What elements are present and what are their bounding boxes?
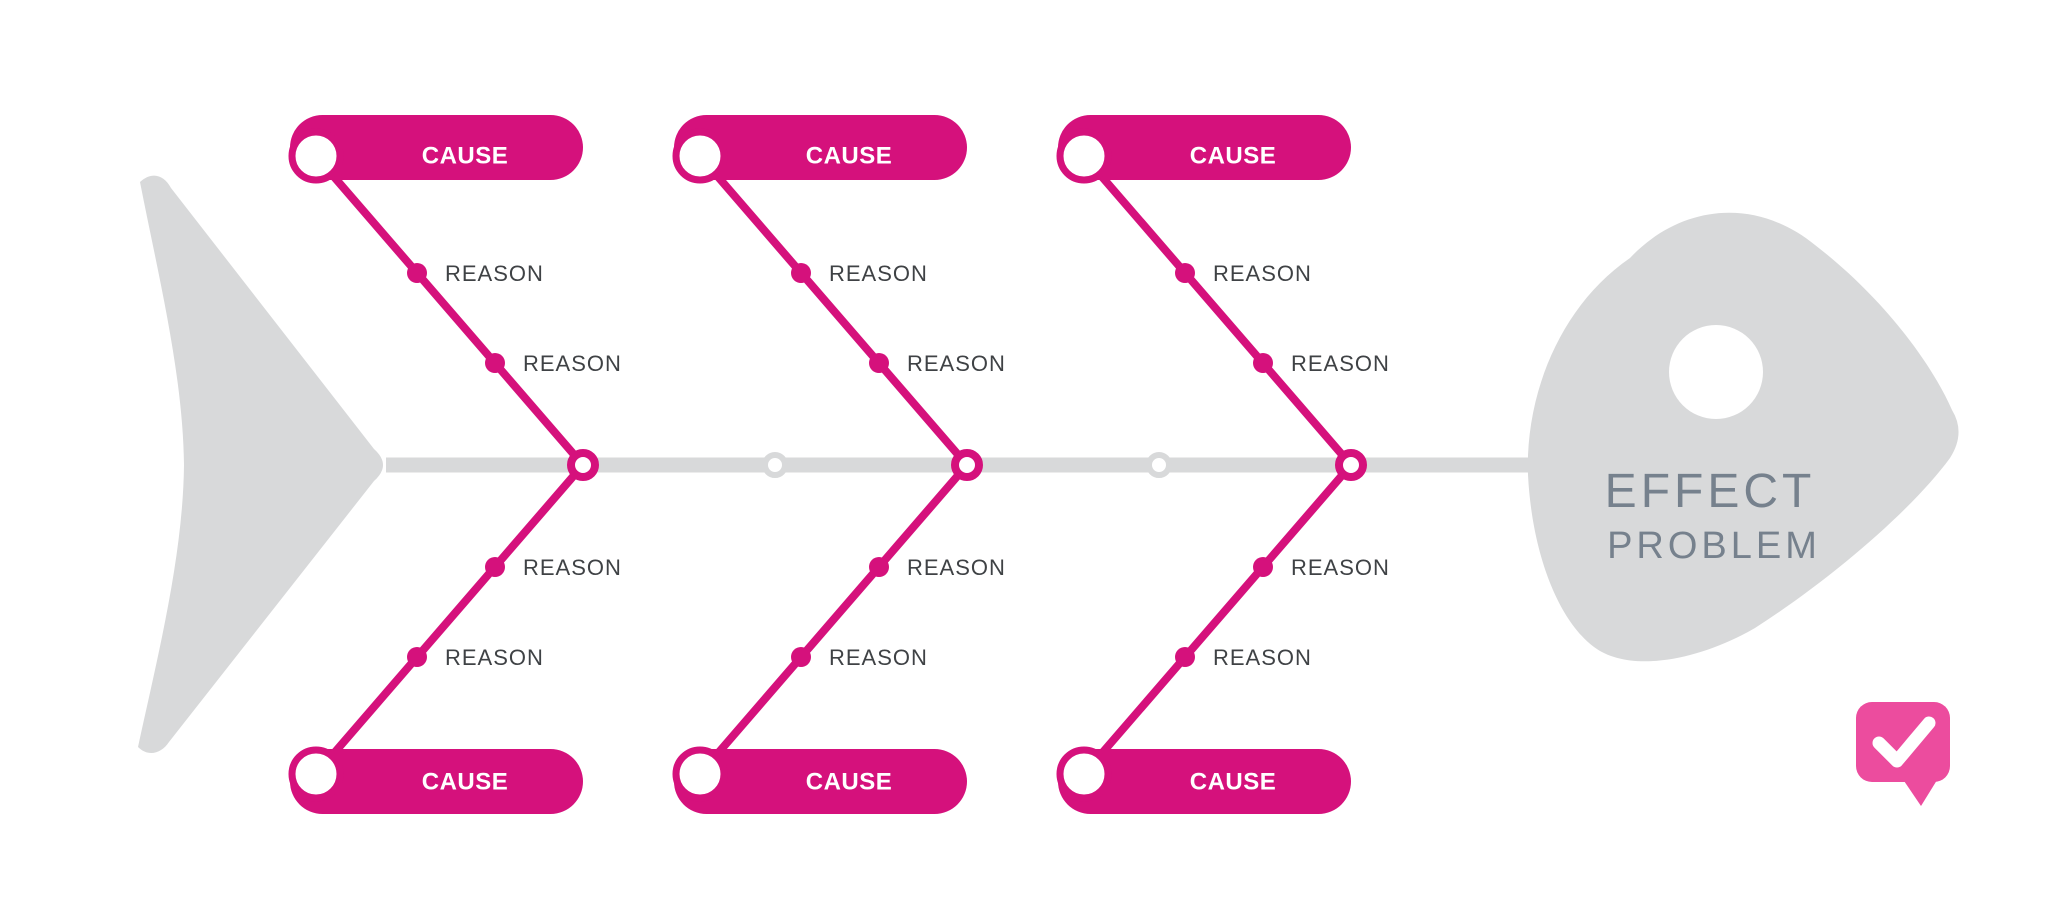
branch-line-bottom xyxy=(1080,461,1355,778)
effect-label: EFFECT xyxy=(1605,465,1816,518)
cause-pill-circle xyxy=(1056,746,1112,802)
fish-head-shape xyxy=(1527,212,1959,662)
checkmark-icon xyxy=(1872,716,1936,768)
cause-branch: REASON REASON REASON REASON CAUSE CAUSE xyxy=(672,115,1006,814)
cause-pill-circle xyxy=(288,746,344,802)
reason-dot xyxy=(1253,557,1273,577)
reason-label: REASON xyxy=(523,351,622,376)
junction-node xyxy=(1335,449,1367,481)
fish-tail-shape xyxy=(138,175,383,754)
reason-label: REASON xyxy=(445,645,544,670)
branch-line-top xyxy=(696,152,971,469)
reason-label: REASON xyxy=(829,645,928,670)
spine-node xyxy=(1146,452,1172,478)
reason-dot xyxy=(1175,263,1195,283)
cause-pill-top xyxy=(674,115,967,180)
reason-label: REASON xyxy=(1213,645,1312,670)
reason-label: REASON xyxy=(523,555,622,580)
reason-dot xyxy=(407,647,427,667)
reason-label: REASON xyxy=(829,261,928,286)
cause-label: CAUSE xyxy=(1190,143,1277,170)
reason-dot xyxy=(485,557,505,577)
branch-line-top xyxy=(1080,152,1355,469)
reason-label: REASON xyxy=(1291,351,1390,376)
reason-label: REASON xyxy=(445,261,544,286)
cause-pill-circle xyxy=(672,128,728,184)
cause-branch: REASON REASON REASON REASON CAUSE CAUSE xyxy=(1056,115,1390,814)
branch-line-bottom xyxy=(312,461,587,778)
cause-label: CAUSE xyxy=(806,769,893,796)
spine-node xyxy=(762,452,788,478)
cause-label: CAUSE xyxy=(1190,769,1277,796)
problem-label: PROBLEM xyxy=(1607,525,1821,567)
reason-dot xyxy=(1175,647,1195,667)
branch-line-top xyxy=(312,152,587,469)
check-bubble-icon xyxy=(1856,702,1950,806)
cause-pill-bottom xyxy=(674,749,967,814)
branch-line-bottom xyxy=(696,461,971,778)
fish-eye xyxy=(1669,325,1763,419)
cause-pill-bottom xyxy=(290,749,583,814)
reason-dot xyxy=(869,353,889,373)
reason-dot xyxy=(869,557,889,577)
reason-dot xyxy=(1253,353,1273,373)
bubble-body xyxy=(1856,702,1950,782)
cause-label: CAUSE xyxy=(422,143,509,170)
cause-pill-top xyxy=(1058,115,1351,180)
reason-dot xyxy=(791,263,811,283)
reason-label: REASON xyxy=(1213,261,1312,286)
cause-pill-circle xyxy=(1056,128,1112,184)
reason-dot xyxy=(791,647,811,667)
cause-pill-circle xyxy=(672,746,728,802)
junction-node xyxy=(951,449,983,481)
cause-label: CAUSE xyxy=(422,769,509,796)
junction-node xyxy=(567,449,599,481)
reason-label: REASON xyxy=(907,555,1006,580)
cause-branch: REASON REASON REASON REASON CAUSE CAUSE xyxy=(288,115,622,814)
cause-label: CAUSE xyxy=(806,143,893,170)
reason-dot xyxy=(407,263,427,283)
reason-label: REASON xyxy=(1291,555,1390,580)
cause-pill-top xyxy=(290,115,583,180)
reason-label: REASON xyxy=(907,351,1006,376)
cause-pill-circle xyxy=(288,128,344,184)
cause-pill-bottom xyxy=(1058,749,1351,814)
reason-dot xyxy=(485,353,505,373)
